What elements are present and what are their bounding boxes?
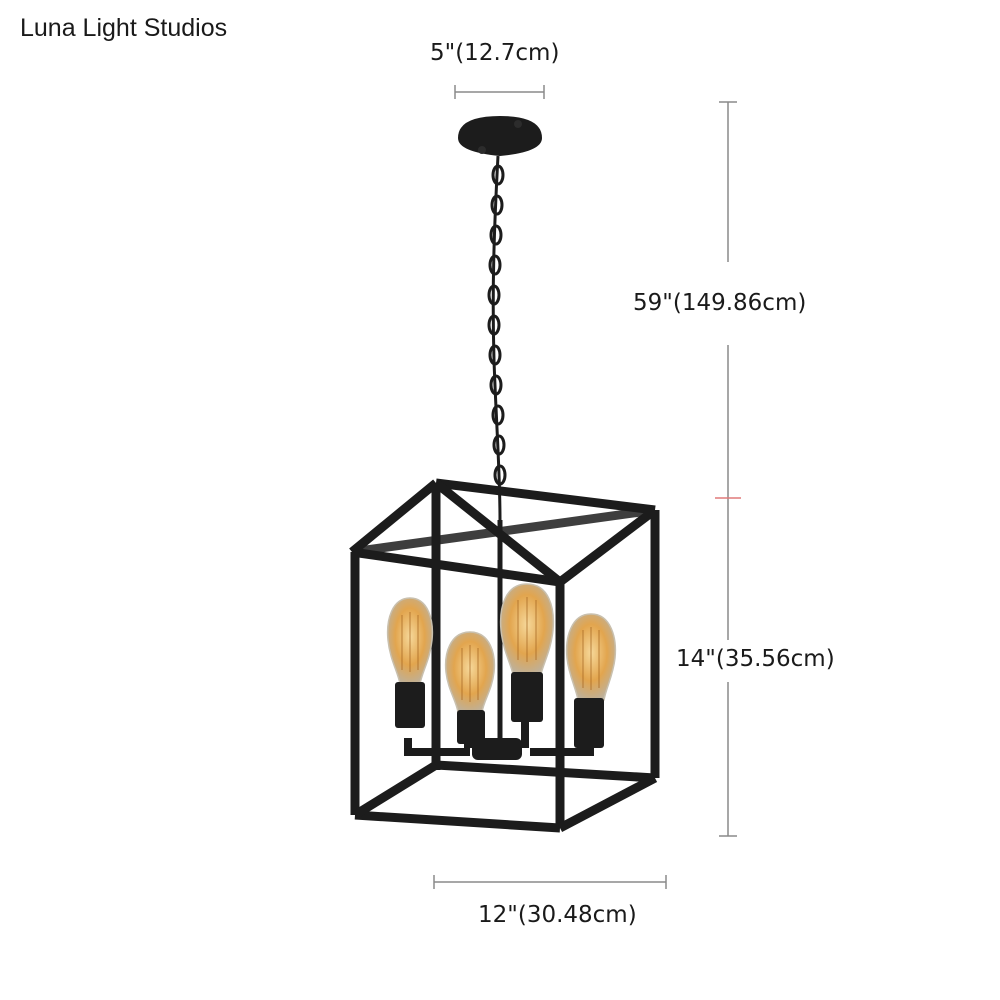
brand-name: Luna Light Studios — [20, 14, 228, 42]
bulb-1 — [386, 597, 434, 728]
cage-frame — [349, 478, 660, 833]
ceiling-canopy — [458, 116, 542, 156]
canopy-width-label: 5"(12.7cm) — [430, 40, 560, 66]
center-hub — [472, 738, 522, 760]
hanging-chain — [487, 155, 507, 521]
width-dimension-line — [433, 875, 667, 889]
cage-width-label: 12"(30.48cm) — [478, 902, 637, 928]
canopy-width-dimension-line — [454, 85, 545, 99]
height-dimension-line — [719, 101, 737, 837]
bulb-filaments — [401, 597, 600, 702]
overall-height-label: 59"(149.86cm) — [633, 290, 807, 316]
cage-height-label: 14"(35.56cm) — [676, 646, 835, 672]
